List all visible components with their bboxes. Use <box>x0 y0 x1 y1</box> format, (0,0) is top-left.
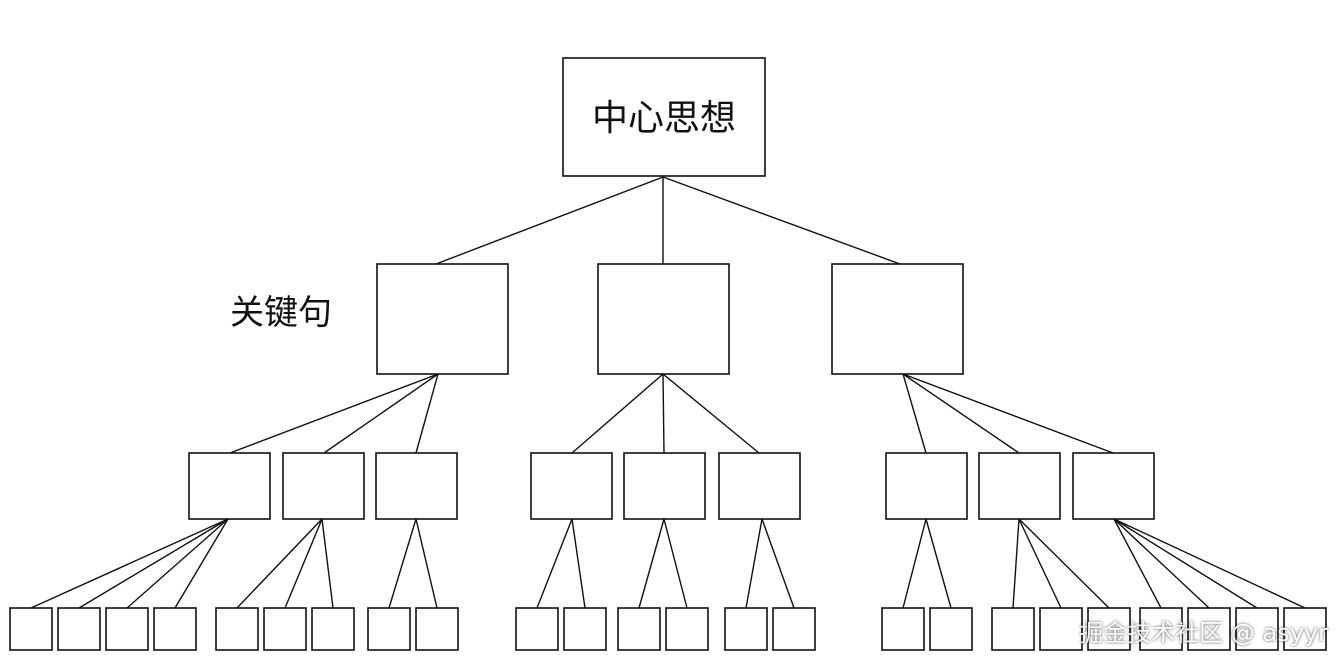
edge-c3-to-l22 <box>1113 518 1210 609</box>
leaf-node <box>1187 607 1231 651</box>
edge-b1-to-l10 <box>536 518 573 609</box>
edge-root-to-level1-a <box>435 176 664 265</box>
edge-c3-to-l24 <box>1113 518 1306 609</box>
edge-a1-to-l2 <box>78 518 229 609</box>
leaf-node <box>991 607 1035 651</box>
leaf-node <box>881 607 925 651</box>
level1-label: 关键句 <box>230 293 332 333</box>
leaf-node <box>105 607 149 651</box>
leaf-node <box>415 607 459 651</box>
level2-node-c3 <box>1072 452 1155 520</box>
leaf-node <box>929 607 973 651</box>
level2-node-b1 <box>530 452 613 520</box>
level1-node-c <box>831 263 964 375</box>
edge-c1-to-l17 <box>925 518 952 609</box>
level2-node-a3 <box>375 452 458 520</box>
leaf-node <box>153 607 197 651</box>
level2-node-c2 <box>978 452 1061 520</box>
leaf-node <box>1235 607 1279 651</box>
leaf-node <box>1283 607 1327 651</box>
leaf-node <box>1139 607 1183 651</box>
edge-c2-to-l19 <box>1018 518 1062 609</box>
edge-c3-to-l23 <box>1113 518 1258 609</box>
level1-node-b <box>597 263 730 375</box>
leaf-node <box>1087 607 1131 651</box>
level2-node-a1 <box>188 452 271 520</box>
level1-node-a <box>376 263 509 375</box>
edge-a3-to-l8 <box>388 518 417 609</box>
leaf-node <box>665 607 709 651</box>
edge-c-to-c1 <box>902 373 927 454</box>
leaf-node <box>515 607 559 651</box>
level2-node-a2 <box>282 452 365 520</box>
edge-a-to-a1 <box>229 373 439 454</box>
edge-a2-to-l7 <box>321 518 334 609</box>
edge-a3-to-l9 <box>415 518 438 609</box>
leaf-node <box>57 607 101 651</box>
edge-b3-to-l14 <box>745 518 763 609</box>
leaf-node <box>772 607 816 651</box>
leaf-node <box>9 607 53 651</box>
leaf-node <box>215 607 259 651</box>
leaf-node <box>724 607 768 651</box>
edge-c2-to-l20 <box>1018 518 1110 609</box>
edge-a1-to-l3 <box>126 518 229 609</box>
leaf-node <box>563 607 607 651</box>
edges <box>30 176 1306 609</box>
edge-c-to-c2 <box>902 373 1020 454</box>
edge-a-to-a2 <box>323 373 439 454</box>
edge-c-to-c3 <box>902 373 1114 454</box>
edge-a1-to-l4 <box>174 518 229 609</box>
level2-node-b3 <box>718 452 801 520</box>
edge-b3-to-l15 <box>761 518 795 609</box>
edge-c2-to-l18 <box>1012 518 1020 609</box>
root-label: 中心思想 <box>592 98 736 139</box>
edge-b2-to-l12 <box>638 518 665 609</box>
edge-a1-to-l1 <box>30 518 229 609</box>
edge-c3-to-l21 <box>1113 518 1162 609</box>
leaf-node <box>1039 607 1083 651</box>
nodes <box>9 57 1327 651</box>
edge-b-to-b1 <box>571 373 664 454</box>
level2-node-c1 <box>885 452 968 520</box>
edge-c1-to-l16 <box>902 518 927 609</box>
edge-b-to-b3 <box>662 373 760 454</box>
edge-b1-to-l11 <box>571 518 586 609</box>
edge-a2-to-l6 <box>284 518 323 609</box>
edge-b-to-b2 <box>662 373 665 454</box>
leaf-node <box>617 607 661 651</box>
watermark-text: 掘金技术社区 @ asyyr <box>1079 619 1328 647</box>
edge-a2-to-l5 <box>236 518 323 609</box>
edge-a-to-a3 <box>415 373 439 454</box>
leaf-node <box>263 607 307 651</box>
edge-root-to-level1-c <box>662 176 901 265</box>
leaf-node <box>367 607 411 651</box>
edge-b2-to-l13 <box>663 518 688 609</box>
leaf-node <box>311 607 355 651</box>
root-node <box>562 57 766 177</box>
level2-node-b2 <box>623 452 706 520</box>
